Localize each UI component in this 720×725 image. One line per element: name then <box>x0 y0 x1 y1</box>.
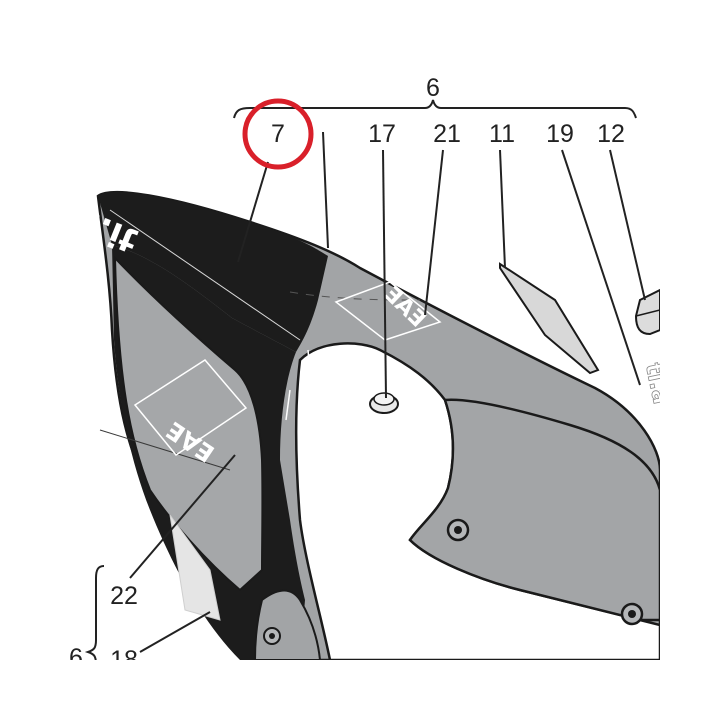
group-bracket-bottom <box>84 565 105 665</box>
group-bracket-top <box>233 99 637 119</box>
part-11-strip <box>499 262 600 375</box>
leader-6-line <box>322 131 329 249</box>
decal-eae-side <box>133 359 248 457</box>
leader-19 <box>561 149 641 386</box>
leader-11 <box>499 149 506 269</box>
leader-18 <box>139 611 211 653</box>
leader-12 <box>609 149 646 301</box>
bolt-hole <box>446 518 470 542</box>
callout-19: 19 <box>546 120 574 148</box>
bolt-hole <box>620 602 644 626</box>
leader-7 <box>237 161 269 263</box>
panel-seam <box>109 209 301 341</box>
callout-7: 7 <box>271 120 285 148</box>
decal-outline <box>289 291 421 301</box>
part-12-clip <box>634 288 660 336</box>
leader-21 <box>424 149 444 316</box>
callout-17: 17 <box>368 120 396 148</box>
tail-fairing-drawing: aruba.it EAE EAE ti.a <box>0 167 660 660</box>
rear-side-shell <box>408 398 660 622</box>
bottom-crop <box>0 660 720 720</box>
callout-11: 11 <box>489 120 515 148</box>
leader-22 <box>129 454 236 579</box>
edge-highlight <box>307 349 311 373</box>
right-crop <box>660 0 720 720</box>
panel-seam <box>99 429 231 471</box>
callout-12: 12 <box>597 120 625 148</box>
decal-eae-top <box>334 281 442 341</box>
callout-6-top: 6 <box>426 74 440 102</box>
callout-22: 22 <box>110 582 138 610</box>
edge-highlight <box>285 389 291 421</box>
callout-21: 21 <box>433 120 461 148</box>
bolt-hole <box>263 627 281 645</box>
part-17-grommet <box>369 392 399 414</box>
decal-stripe <box>169 514 221 621</box>
fairing-black-band <box>98 192 328 352</box>
highlight-ring <box>242 98 314 170</box>
leader-17 <box>382 149 387 399</box>
